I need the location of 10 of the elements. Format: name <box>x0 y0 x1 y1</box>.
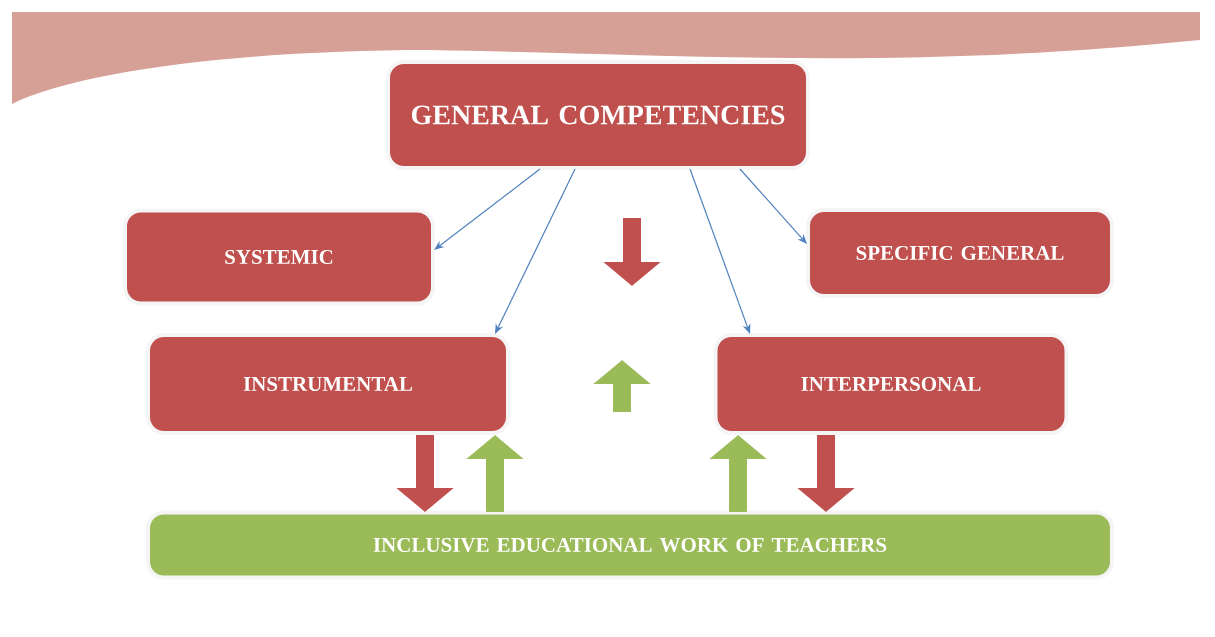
arrow <box>689 168 751 334</box>
arrow <box>739 168 807 244</box>
competency-box: SPECIFIC GENERAL <box>806 208 1114 298</box>
competency-box: SYSTEMIC <box>123 208 435 306</box>
competency-box: INTERPERSONAL <box>713 333 1069 435</box>
competency-box: INCLUSIVE EDUCATIONAL WORK OF TEACHERS <box>146 510 1114 580</box>
arrow <box>495 168 576 334</box>
competency-box: GENERAL COMPETENCIES <box>386 60 810 170</box>
competency-box: INSTRUMENTAL <box>146 333 510 435</box>
arrow <box>434 168 541 250</box>
